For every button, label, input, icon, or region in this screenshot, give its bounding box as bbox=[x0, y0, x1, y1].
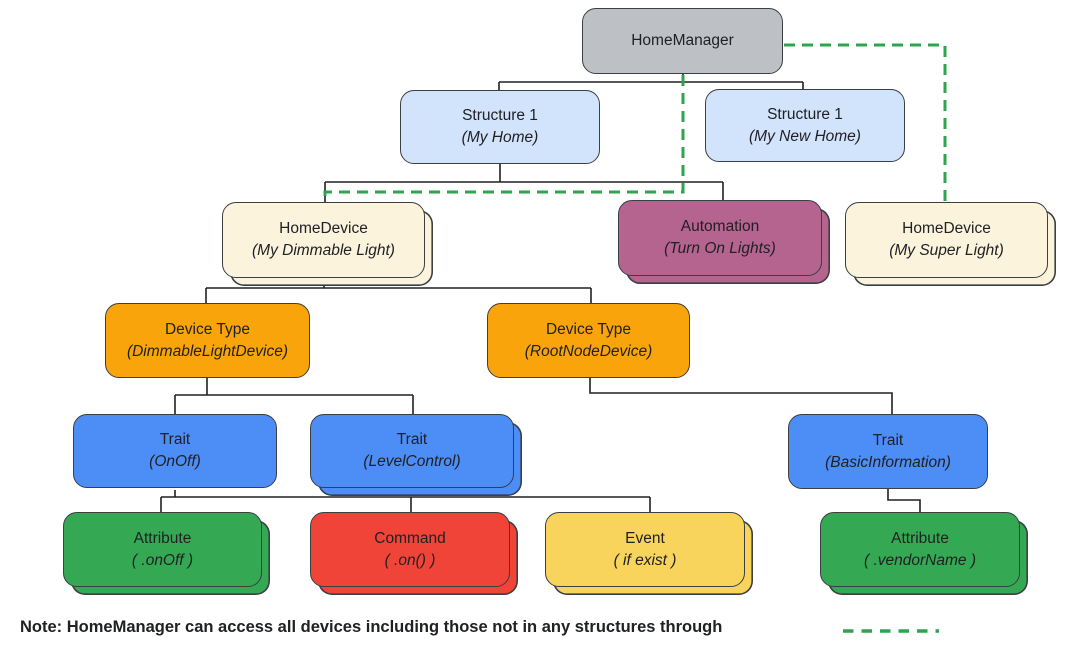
node-command-on: Command ( .on() ) bbox=[310, 512, 510, 587]
node-label: Device Type bbox=[545, 320, 631, 338]
node-label: Attribute bbox=[133, 529, 192, 547]
node-label: HomeDevice bbox=[279, 220, 368, 237]
node-attribute-vendorname: Attribute ( .vendorName ) bbox=[820, 512, 1020, 587]
connector-homemanager-structures bbox=[498, 74, 804, 90]
node-label: Trait bbox=[872, 431, 904, 449]
node-sublabel: (My Home) bbox=[461, 129, 539, 146]
node-sublabel: (My Dimmable Light) bbox=[252, 242, 395, 259]
node-label: Command bbox=[374, 529, 446, 547]
node-label: Structure 1 bbox=[767, 105, 843, 123]
node-structure-my-home: Structure 1 (My Home) bbox=[400, 90, 600, 164]
node-attribute-onoff: Attribute ( .onOff ) bbox=[63, 512, 262, 587]
connector-rootnode-trait bbox=[589, 378, 893, 414]
node-sublabel: ( .onOff ) bbox=[131, 551, 194, 569]
node-automation-turn-on-lights: Automation (Turn On Lights) bbox=[618, 200, 822, 276]
node-trait-levelcontrol: Trait (LevelControl) bbox=[310, 414, 514, 488]
node-home-manager: HomeManager bbox=[582, 8, 783, 74]
node-sublabel: (RootNodeDevice) bbox=[524, 342, 653, 360]
node-home-device-dimmable-light: HomeDevice (My Dimmable Light) bbox=[222, 202, 425, 278]
node-label: Automation bbox=[680, 218, 760, 235]
node-sublabel: (OnOff) bbox=[149, 453, 201, 470]
dashed-link-homemanager-dimmablelight bbox=[323, 75, 685, 201]
footnote-text: Note: HomeManager can access all devices… bbox=[20, 618, 723, 636]
node-structure-my-new-home: Structure 1 (My New Home) bbox=[705, 89, 905, 162]
node-sublabel: (DimmableLightDevice) bbox=[126, 342, 289, 360]
node-sublabel: ( if exist ) bbox=[613, 551, 677, 569]
node-label: Trait bbox=[396, 431, 428, 448]
node-sublabel: (My New Home) bbox=[749, 127, 861, 145]
node-label: Structure 1 bbox=[462, 107, 538, 124]
connector-device-devicetypes bbox=[205, 280, 592, 303]
node-home-device-super-light: HomeDevice (My Super Light) bbox=[845, 202, 1048, 278]
connector-structure-devices bbox=[324, 164, 724, 202]
connector-devicetype-traits bbox=[174, 378, 414, 414]
node-trait-basicinformation: Trait (BasicInformation) bbox=[788, 414, 988, 489]
connector-trait-members bbox=[160, 490, 651, 512]
node-sublabel: (Turn On Lights) bbox=[664, 240, 776, 257]
node-label: HomeDevice bbox=[902, 220, 991, 237]
node-event-if-exist: Event ( if exist ) bbox=[545, 512, 745, 587]
node-device-type-dimmablelightdevice: Device Type (DimmableLightDevice) bbox=[105, 303, 310, 378]
node-sublabel: (BasicInformation) bbox=[825, 453, 951, 471]
node-sublabel: (My Super Light) bbox=[889, 242, 1004, 259]
node-sublabel: ( .vendorName ) bbox=[864, 551, 976, 569]
node-device-type-rootnodedevice: Device Type (RootNodeDevice) bbox=[487, 303, 690, 378]
node-trait-onoff: Trait (OnOff) bbox=[73, 414, 277, 488]
node-label: Event bbox=[625, 529, 665, 547]
node-label: Device Type bbox=[164, 320, 250, 338]
node-sublabel: (LevelControl) bbox=[363, 453, 461, 470]
node-sublabel: ( .on() ) bbox=[384, 551, 436, 569]
node-label: Trait bbox=[159, 431, 191, 448]
node-label: Attribute bbox=[891, 529, 949, 547]
node-label: HomeManager bbox=[631, 32, 734, 49]
connector-basicinfo-attribute bbox=[887, 489, 921, 512]
